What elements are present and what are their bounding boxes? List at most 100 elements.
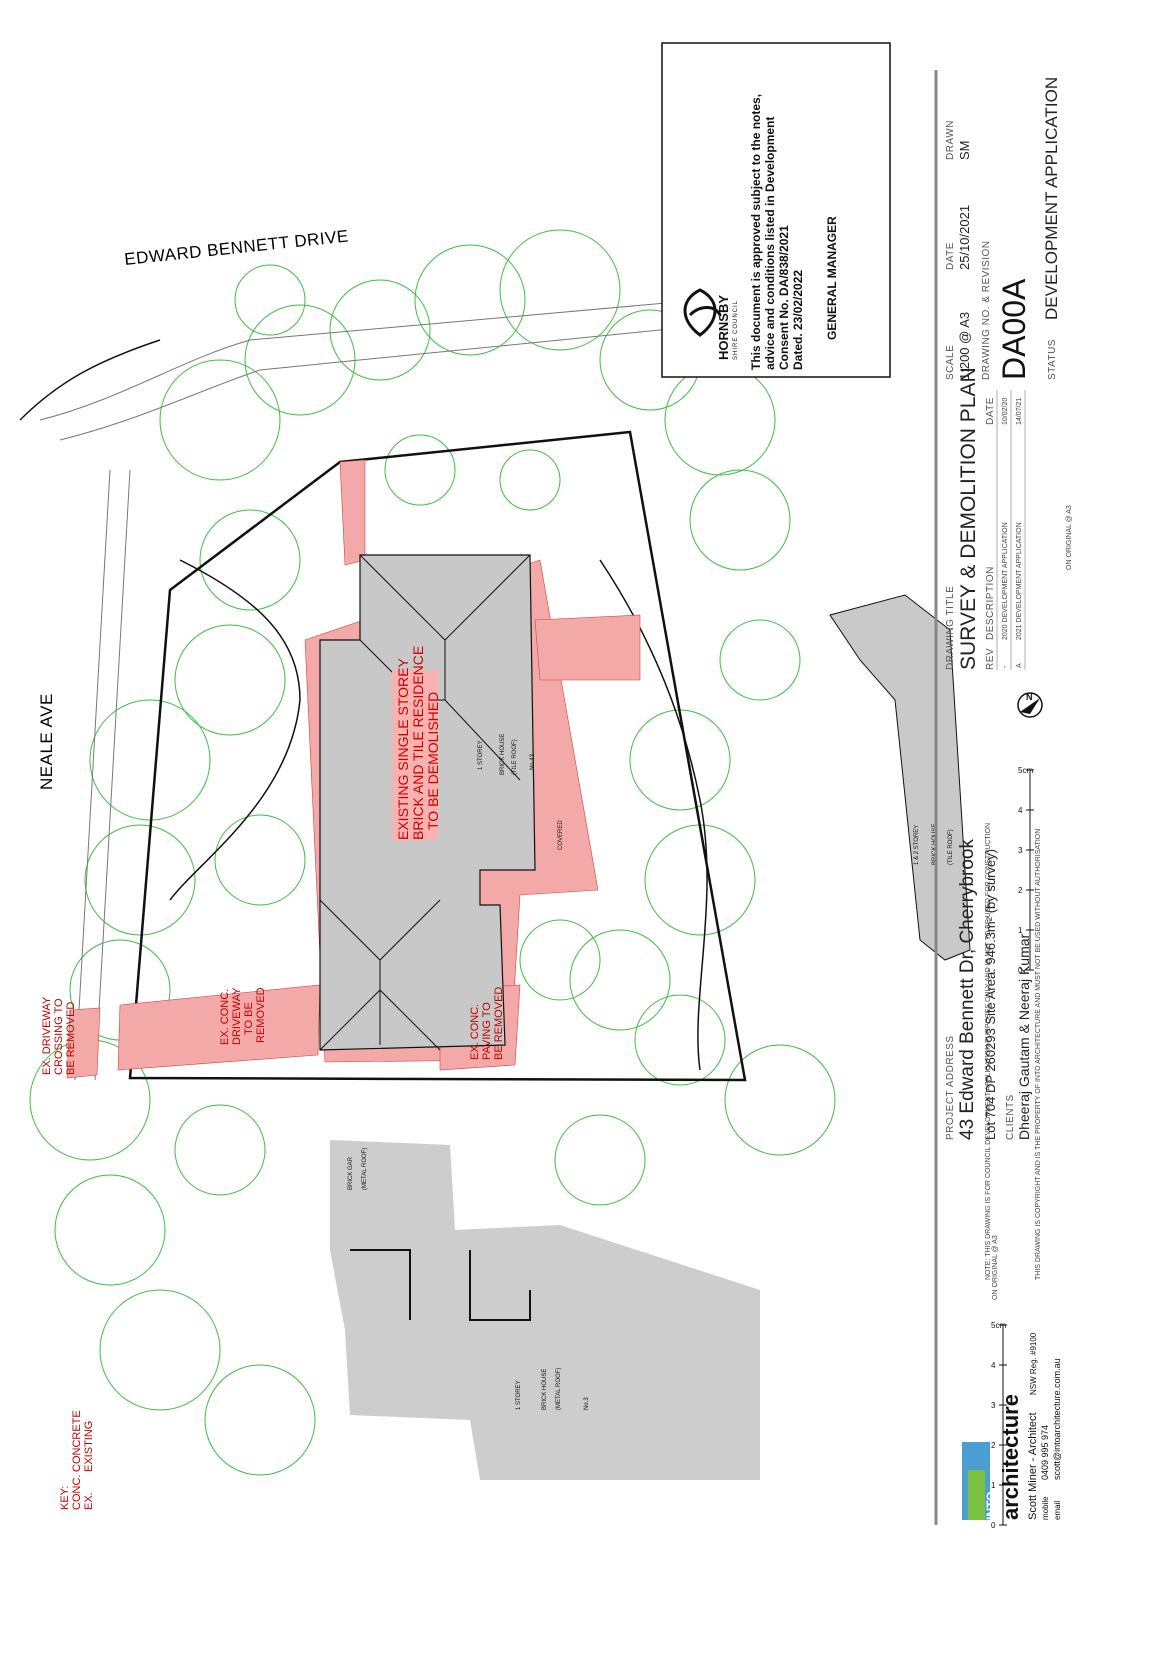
- north-arrow-icon: N: [1017, 692, 1043, 718]
- residence-label-line-1: EXISTING SINGLE STOREY: [395, 658, 411, 840]
- residence-label-line-2: BRICK AND TILE RESIDENCE: [410, 646, 426, 840]
- crossing-label-line-1: EX. DRIVEWAY: [41, 996, 53, 1075]
- scale-left-tick-label-0: 0: [991, 1521, 996, 1530]
- south-neighbour-building: [330, 1140, 760, 1480]
- demolish-driveway: [117, 984, 321, 1071]
- driveway-label-line-2: DRIVEWAY: [231, 987, 243, 1045]
- drawing-number: DA00A: [996, 278, 1032, 380]
- clients-name: Dheeraj Gautam & Neeraj Kumar: [1016, 933, 1032, 1140]
- covered-label: COVERED: [558, 820, 564, 850]
- legend-key: KEY: CONC. CONCRETE EX. EXISTING: [59, 1410, 95, 1510]
- scale-left-tick-label-1: 1: [991, 1481, 996, 1490]
- street-name-west: NEALE AVE: [37, 693, 56, 790]
- road-edge-lines: [39, 299, 711, 1081]
- revision-1-date: 14/07/21: [1016, 398, 1023, 425]
- south-garage-line-2: (METAL ROOF): [362, 1148, 368, 1190]
- north-letter: N: [1026, 692, 1033, 702]
- paving-demolition-label: EX. CONC. PAVING TO BE REMOVED: [469, 987, 505, 1060]
- hornsby-wordmark: HORNSBY SHIRE COUNCIL: [716, 295, 739, 360]
- south-garage-line-1: BRICK GAR: [348, 1156, 354, 1190]
- site-plan: EXISTING SINGLE STOREY BRICK AND TILE RE…: [19, 227, 971, 1480]
- crossing-demolition-label: EX. DRIVEWAY CROSSING TO BE REMOVED: [41, 996, 77, 1075]
- demolish-driveway-crossing: [66, 1007, 101, 1079]
- scale-left-tick-label-5: 5cm: [991, 1321, 1006, 1330]
- status-value: DEVELOPMENT APPLICATION: [1042, 77, 1061, 320]
- key-meaning-existing: EXISTING: [83, 1421, 95, 1472]
- south-garage-label: BRICK GAR (METAL ROOF): [348, 1148, 368, 1190]
- covered-text: COVERED: [558, 820, 564, 850]
- council-name: HORNSBY: [716, 295, 731, 360]
- paving-label-line-3: BE REMOVED: [493, 987, 505, 1060]
- note-copyright: THIS DRAWING IS COPYRIGHT AND IS THE PRO…: [1035, 829, 1042, 1280]
- project-lot: Lot 704 DP 260293 Site Area: 946.3m² (by…: [983, 849, 998, 1140]
- demolish-side-path: [339, 459, 366, 566]
- date-label: DATE: [945, 242, 956, 270]
- street-edward-bennett: EDWARD BENNETT DRIVE: [123, 227, 349, 269]
- mobile-number: 0409 995 974: [1040, 1425, 1050, 1480]
- crossing-label-line-2: CROSSING TO: [53, 998, 65, 1075]
- project-section: PROJECT ADDRESS 43 Edward Bennett Dr, Ch…: [945, 839, 1032, 1140]
- firm-logo-icon: [962, 1442, 990, 1520]
- subject-house-label: 1 STOREY BRICK HOUSE (TILE ROOF) No.43: [478, 734, 536, 775]
- scale-note-left: ON ORIGINAL @ A3: [992, 1235, 999, 1300]
- drawing-title-section: DRAWING TITLE SURVEY & DEMOLITION PLAN R…: [945, 367, 1073, 670]
- note-construction: NOTE: THIS DRAWING IS FOR COUNCIL DEVELO…: [985, 823, 992, 1280]
- architect-name: Scott Miner - Architect: [1027, 1412, 1039, 1520]
- approval-signatory: GENERAL MANAGER: [825, 216, 839, 340]
- driveway-label-line-4: REMOVED: [255, 987, 267, 1043]
- council-subtitle: SHIRE COUNCIL: [733, 300, 739, 360]
- drawn-label: DRAWN: [945, 120, 956, 160]
- title-scale-note: ON ORIGINAL @ A3: [1066, 505, 1073, 570]
- south-house-line-3: (METAL ROOF): [556, 1368, 562, 1410]
- rev-header: REV: [985, 648, 996, 670]
- subject-house-line-1: 1 STOREY: [478, 740, 484, 770]
- architect-registration: NSW Reg. #9100: [1029, 1332, 1038, 1395]
- drawing-notes: NOTE: THIS DRAWING IS FOR COUNCIL DEVELO…: [985, 823, 1042, 1280]
- status-label: STATUS: [1047, 339, 1058, 380]
- approval-line-1: This document is approved subject to the…: [749, 94, 763, 370]
- revision-1-rev: A: [1016, 663, 1023, 668]
- drawing-number-label: DRAWING NO. & REVISION: [981, 240, 992, 380]
- residence-label-line-3: TO BE DEMOLISHED: [425, 692, 441, 830]
- hornsby-logo-icon: [683, 288, 722, 337]
- south-house-line-2: BRICK HOUSE: [542, 1369, 548, 1410]
- scale-right-tick-label-3: 3: [1018, 846, 1023, 855]
- demolish-rear-deck: [534, 614, 641, 681]
- key-abbr-conc: CONC.: [71, 1475, 83, 1510]
- revision-0-rev: -: [1002, 665, 1009, 668]
- property-boundary: [128, 430, 747, 1082]
- revision-0-date: 10/02/20: [1002, 398, 1009, 425]
- paving-label-line-1: EX. CONC.: [469, 1004, 481, 1060]
- driveway-label-line-1: EX. CONC.: [219, 989, 231, 1045]
- drawing-meta-section: SCALE 1:200 @ A3 DATE 25/10/2021 DRAWN S…: [945, 77, 1061, 380]
- drawing-title: SURVEY & DEMOLITION PLAN: [957, 367, 980, 670]
- project-address: 43 Edward Bennett Dr, Cherrybrook: [957, 839, 978, 1140]
- approval-line-2: advice and conditions listed in Developm…: [763, 117, 777, 370]
- driveway-label-line-3: TO BE: [243, 1002, 255, 1035]
- scale-right-tick-label-1: 1: [1018, 926, 1023, 935]
- east-house-line-1: 1 & 2 STOREY: [914, 825, 920, 865]
- street-name-north: EDWARD BENNETT DRIVE: [123, 227, 349, 269]
- scale-left-tick-label-2: 2: [991, 1441, 996, 1450]
- driveway-demolition-label: EX. CONC. DRIVEWAY TO BE REMOVED: [219, 987, 267, 1045]
- project-address-label: PROJECT ADDRESS: [945, 1035, 956, 1140]
- firm-block: INTO architecture Scott Miner - Architec…: [984, 1332, 1062, 1520]
- approval-text: This document is approved subject to the…: [749, 94, 839, 370]
- drawn-value: SM: [957, 141, 972, 161]
- residence-demolition-label: EXISTING SINGLE STOREY BRICK AND TILE RE…: [395, 646, 441, 840]
- south-house-label: 1 STOREY BRICK HOUSE (METAL ROOF) No.3: [516, 1368, 590, 1410]
- south-neighbour-outline: [350, 1249, 531, 1321]
- residence-label-box: [392, 670, 438, 840]
- scale-value: 1:200 @ A3: [957, 312, 972, 380]
- south-house-line-4: No.3: [584, 1397, 590, 1410]
- mobile-label: mobile: [1041, 1496, 1050, 1520]
- key-title: KEY:: [59, 1486, 71, 1510]
- desc-header: DESCRIPTION: [985, 566, 996, 640]
- subject-house-line-4: No.43: [530, 753, 536, 770]
- title-block: PROJECT ADDRESS 43 Edward Bennett Dr, Ch…: [934, 70, 1073, 1525]
- scale-left-tick-label-4: 4: [991, 1361, 996, 1370]
